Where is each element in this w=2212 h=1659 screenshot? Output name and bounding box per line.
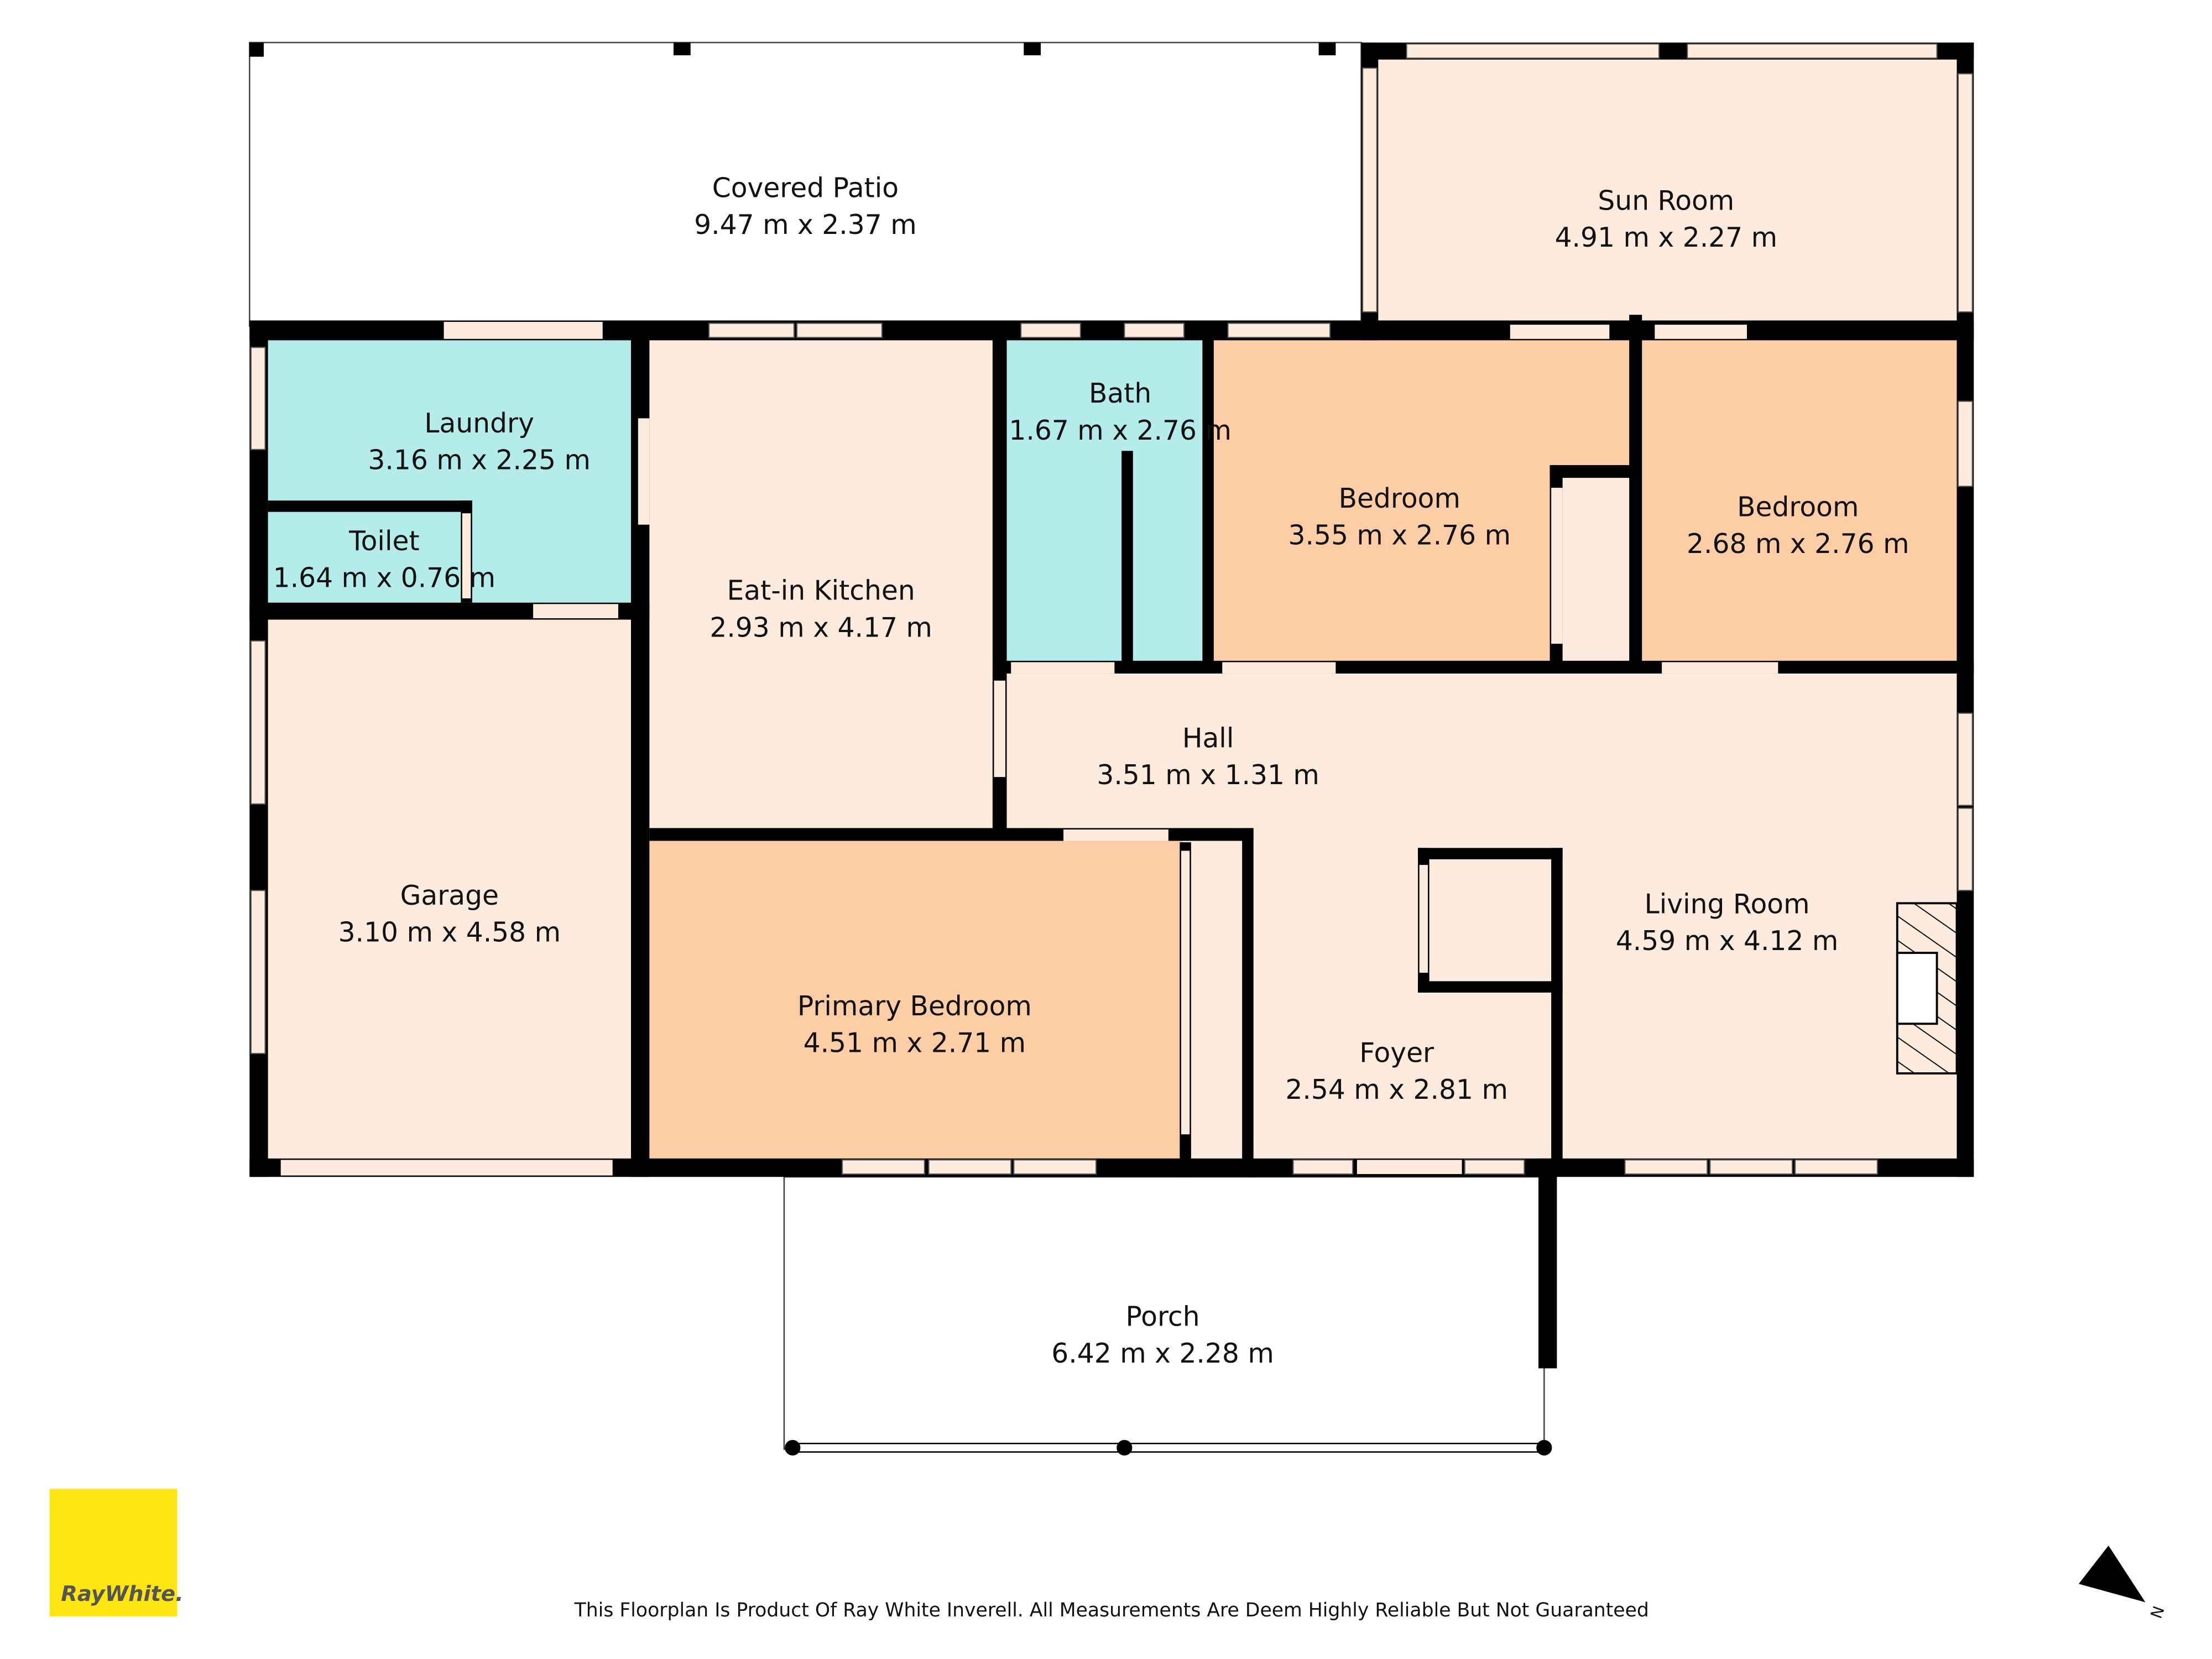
room-name: Toilet <box>348 526 419 557</box>
bath-area <box>1006 340 1204 667</box>
primary-bedroom-area <box>649 839 1183 1160</box>
north-arrow-icon: N <box>2078 1545 2168 1621</box>
room-name: Bath <box>1089 378 1151 409</box>
room-name: Covered Patio <box>712 173 899 204</box>
room-name: Foyer <box>1359 1038 1434 1069</box>
room-name: Eat-in Kitchen <box>727 576 915 607</box>
room-size: 4.51 m x 2.71 m <box>804 1028 1026 1059</box>
room-size: 1.64 m x 0.76 m <box>273 563 496 594</box>
room-size: 9.47 m x 2.37 m <box>694 210 917 241</box>
footer-disclaimer: This Floorplan Is Product Of Ray White I… <box>574 1599 1649 1621</box>
sun-room-area <box>1369 56 1963 326</box>
room-size: 3.51 m x 1.31 m <box>1097 760 1319 791</box>
room-name: Hall <box>1182 723 1234 754</box>
room-size: 4.91 m x 2.27 m <box>1555 222 1778 253</box>
room-name: Garage <box>400 880 499 911</box>
room-size: 2.54 m x 2.81 m <box>1285 1074 1508 1105</box>
porch-area <box>783 1176 1545 1450</box>
room-name: Bedroom <box>1737 492 1859 523</box>
bedroom-2-area <box>1642 340 1960 667</box>
windows <box>250 43 1973 1176</box>
room-size: 4.59 m x 4.12 m <box>1616 926 1839 957</box>
room-labels: Covered Patio 9.47 m x 2.37 m Sun Room 4… <box>273 173 1910 1369</box>
garage-area <box>268 619 632 1160</box>
raywhite-logo: RayWhite. <box>49 1489 184 1617</box>
room-name: Sun Room <box>1598 185 1734 216</box>
room-size: 3.55 m x 2.76 m <box>1288 520 1511 551</box>
porch-rail <box>785 1439 1552 1456</box>
room-size: 3.16 m x 2.25 m <box>368 445 591 476</box>
covered-patio-area <box>249 41 1362 327</box>
wardrobe-area <box>1188 842 1245 1160</box>
room-name: Porch <box>1126 1301 1200 1332</box>
room-fills <box>249 41 1963 1450</box>
room-size: 2.68 m x 2.76 m <box>1687 529 1910 560</box>
room-name: Bedroom <box>1339 483 1460 514</box>
room-name: Living Room <box>1645 889 1810 920</box>
room-name: Primary Bedroom <box>797 991 1032 1022</box>
room-size: 1.67 m x 2.76 m <box>1009 415 1232 446</box>
room-size: 2.93 m x 4.17 m <box>709 612 932 643</box>
kitchen-area <box>649 340 994 831</box>
compass-label: N <box>2147 1604 2168 1621</box>
fireplace-hearth <box>1896 952 1938 1025</box>
room-size: 6.42 m x 2.28 m <box>1051 1338 1274 1369</box>
logo-text: RayWhite. <box>61 1582 183 1606</box>
room-size: 3.10 m x 4.58 m <box>338 917 561 948</box>
room-name: Laundry <box>424 408 534 439</box>
toilet-area <box>268 512 461 603</box>
closet-area <box>1561 478 1632 667</box>
